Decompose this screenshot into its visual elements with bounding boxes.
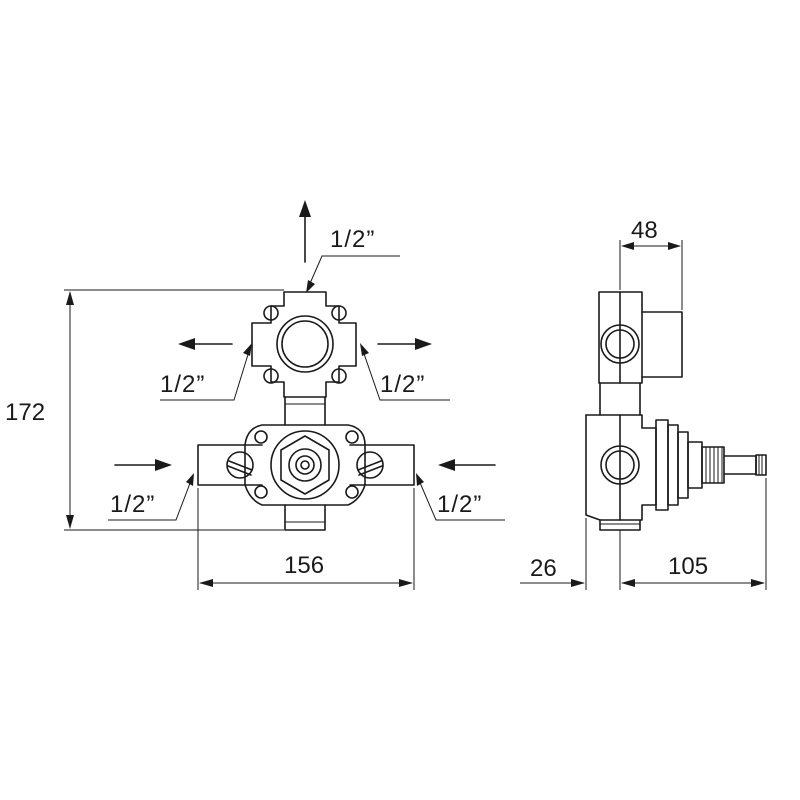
right-inlet-label: 1/2” bbox=[437, 491, 482, 518]
height-dimension-label: 172 bbox=[5, 399, 45, 426]
top-port-bore bbox=[281, 320, 329, 368]
mount-hole-icon bbox=[331, 368, 347, 384]
mount-hole-icon bbox=[331, 305, 347, 321]
arrow-right-icon bbox=[155, 459, 172, 471]
left-inlet-label: 1/2” bbox=[110, 491, 155, 518]
arrow-left-icon bbox=[438, 459, 455, 471]
side-connector bbox=[599, 382, 641, 416]
bottom-outlet bbox=[284, 504, 326, 531]
bottom-dimensions bbox=[520, 478, 767, 590]
lower-mixer-body bbox=[197, 424, 415, 531]
width-dimension bbox=[197, 488, 415, 590]
front-view: 1/2” 1/2” 1/2” 1/2” 1/2” 172 156 bbox=[5, 200, 505, 590]
mount-hole-icon bbox=[254, 485, 268, 499]
body-connector bbox=[284, 396, 326, 426]
arrow-left-icon bbox=[178, 338, 195, 350]
mount-hole-icon bbox=[254, 430, 268, 444]
stem-length-dimension-label: 105 bbox=[668, 553, 708, 580]
right-outlet-label: 1/2” bbox=[380, 371, 425, 398]
left-inlet-pipe bbox=[197, 444, 263, 486]
right-inlet-pipe bbox=[349, 444, 415, 486]
mount-hole-icon bbox=[263, 368, 279, 384]
upper-diverter-body bbox=[251, 291, 357, 398]
arrow-up-icon bbox=[299, 200, 311, 217]
mount-hole-icon bbox=[263, 305, 279, 321]
port-leaders bbox=[108, 255, 505, 521]
left-outlet-label: 1/2” bbox=[160, 371, 205, 398]
right-stop-valve-icon bbox=[356, 451, 384, 479]
cartridge-hex-nut bbox=[280, 435, 330, 495]
width-dimension-label: 156 bbox=[284, 552, 324, 579]
top-outlet-label: 1/2” bbox=[330, 226, 375, 253]
upper-side-body bbox=[598, 291, 683, 384]
side-view: 48 26 105 bbox=[520, 217, 767, 590]
side-port-upper bbox=[600, 324, 640, 364]
spindle bbox=[723, 455, 757, 475]
mount-hole-icon bbox=[345, 430, 359, 444]
offset-dimension-label: 26 bbox=[530, 555, 557, 582]
lower-side-body bbox=[585, 414, 767, 531]
cartridge-stem bbox=[288, 448, 322, 482]
height-dimension bbox=[64, 289, 284, 531]
mounting-plate bbox=[655, 419, 669, 511]
depth-dimension bbox=[619, 240, 683, 310]
cartridge-outer bbox=[270, 430, 340, 500]
threaded-stem bbox=[701, 446, 725, 484]
top-port-ring bbox=[276, 315, 334, 373]
depth-dimension-label: 48 bbox=[631, 217, 658, 244]
mount-hole-icon bbox=[345, 485, 359, 499]
arrow-right-icon bbox=[415, 338, 432, 350]
flow-arrows bbox=[114, 200, 496, 471]
left-stop-valve-icon bbox=[226, 451, 254, 479]
side-port-lower bbox=[600, 445, 640, 485]
